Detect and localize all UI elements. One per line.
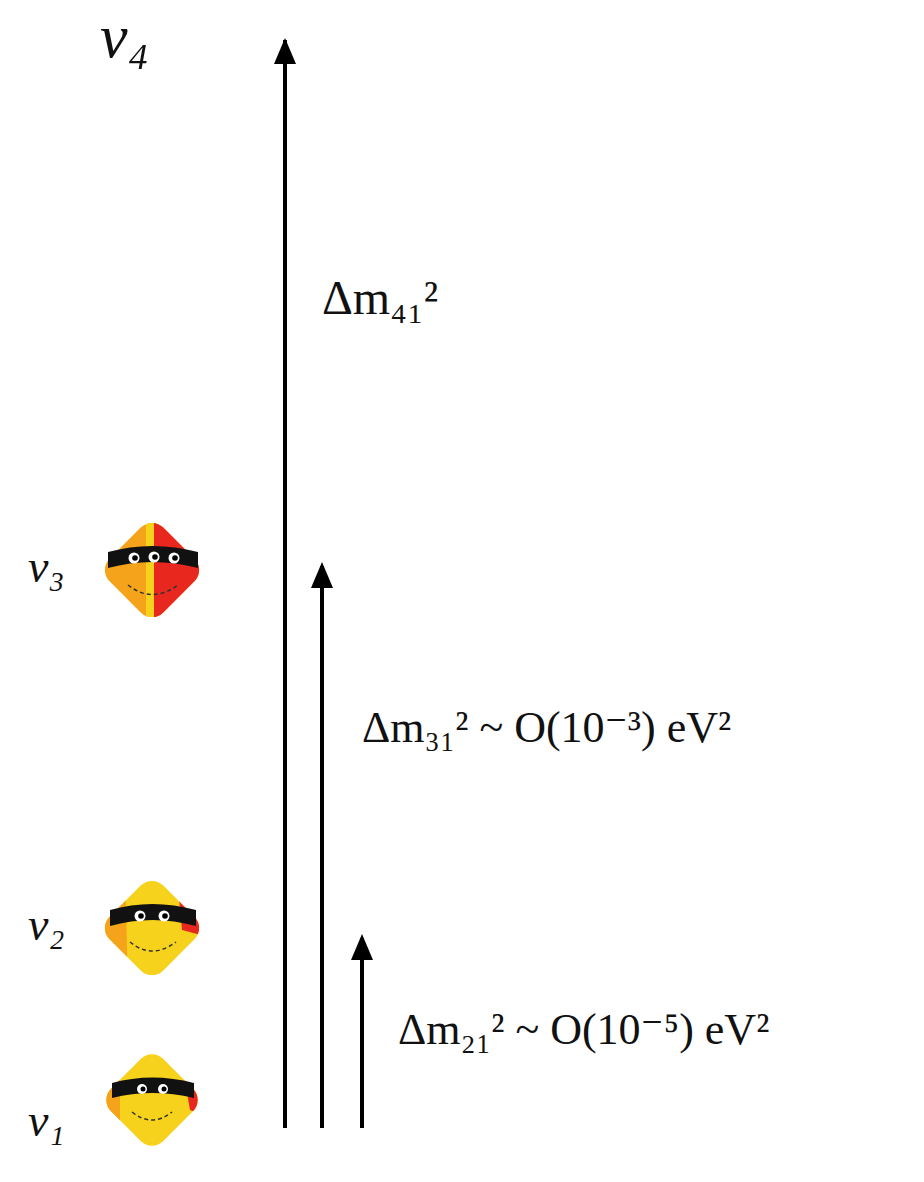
plush-neutrino-1 <box>90 1040 220 1170</box>
mass-splitting-label: Δm₂₁² ~ O(10⁻⁵) eV² <box>398 1006 769 1054</box>
plush-neutrino-2 <box>90 865 220 995</box>
mass-state-label: ν₄ <box>100 2 149 70</box>
mass-arrows <box>274 38 373 1128</box>
mass-state-label: ν₃ <box>28 542 64 593</box>
mass-state-label: ν₁ <box>28 1096 64 1147</box>
mass-state-label: ν₂ <box>28 900 64 951</box>
plush-neutrino-3 <box>90 505 222 635</box>
mass-splitting-label: Δm₄₁² <box>322 272 438 325</box>
mass-splitting-label: Δm₃₁² ~ O(10⁻³) eV² <box>362 704 731 752</box>
